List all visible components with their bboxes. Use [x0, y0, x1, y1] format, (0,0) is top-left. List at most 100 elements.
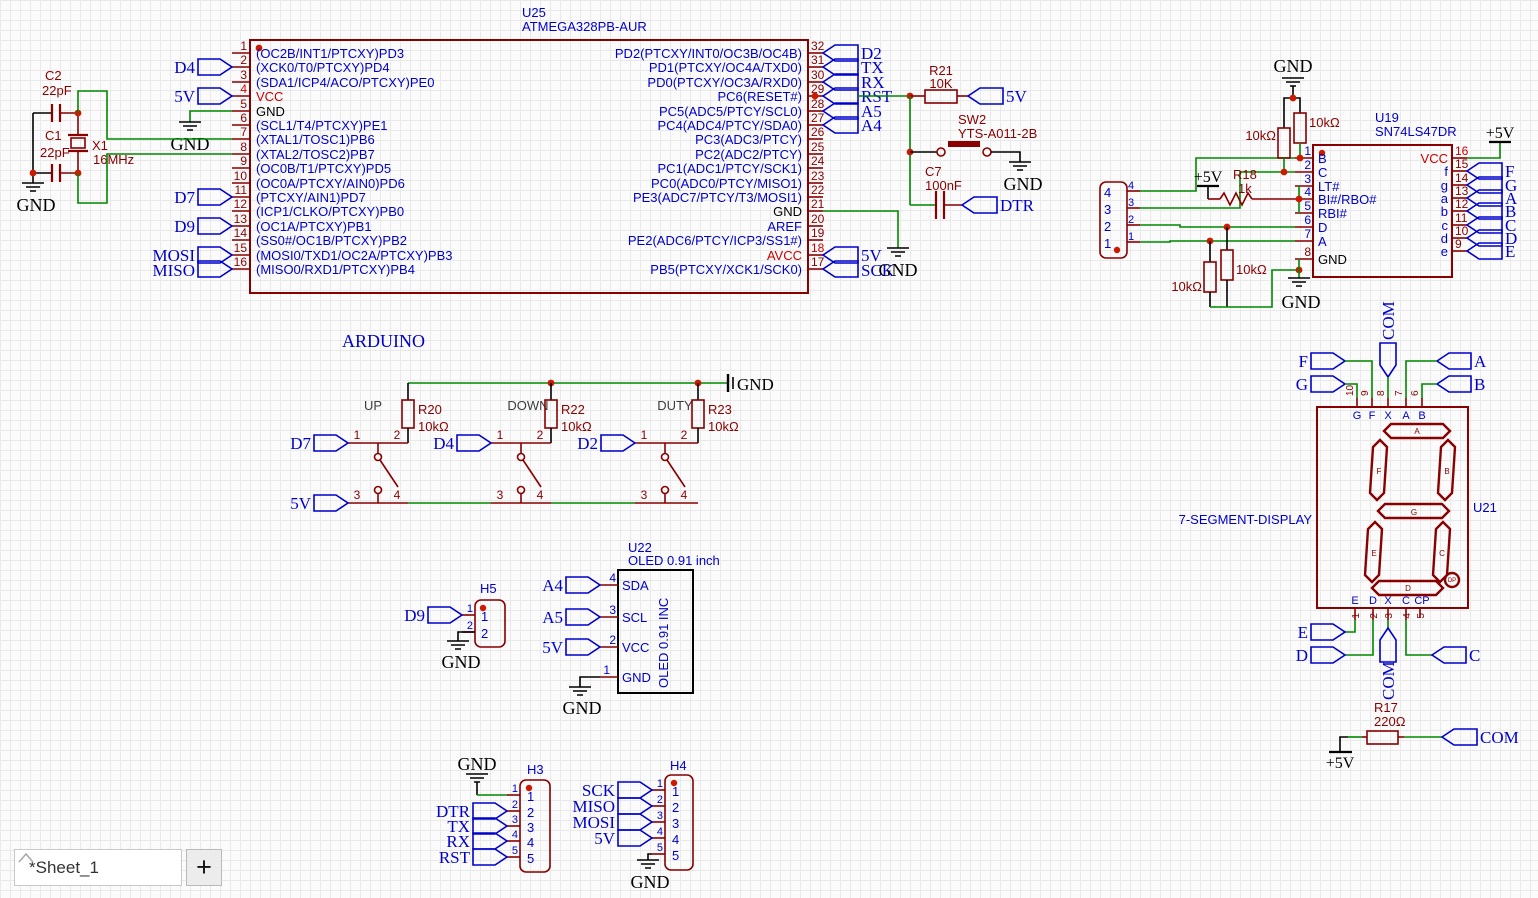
svg-text:28: 28: [811, 97, 825, 111]
svg-text:VCC: VCC: [1421, 151, 1448, 166]
chevron-up-icon[interactable]: [14, 849, 40, 869]
svg-text:(XCK0/T0/PTCXY)PD4: (XCK0/T0/PTCXY)PD4: [256, 60, 390, 75]
svg-text:4: 4: [537, 488, 544, 502]
svg-text:X: X: [1384, 410, 1392, 422]
svg-text:15: 15: [234, 241, 248, 255]
r17-val: 220Ω: [1374, 714, 1406, 729]
svg-text:+5V: +5V: [1326, 755, 1355, 772]
svg-text:11: 11: [235, 183, 248, 197]
svg-text:B: B: [1474, 375, 1485, 394]
u19-output-flags[interactable]: +5V F G A B C D E: [1465, 125, 1518, 261]
net-flags-u25-left[interactable]: D4 5V D7 D9 MOSI MISO: [152, 58, 234, 280]
r18-val: 1k: [1238, 181, 1252, 196]
svg-text:1: 1: [1304, 144, 1311, 158]
svg-text:3: 3: [1104, 202, 1111, 217]
component-h5[interactable]: H5 1 2 1 2 D9 GND: [404, 581, 506, 672]
svg-text:DP: DP: [1448, 578, 1456, 584]
add-sheet-button[interactable]: +: [186, 849, 222, 886]
gnd-pin5[interactable]: GND: [171, 110, 233, 154]
svg-text:VCC: VCC: [622, 640, 649, 655]
svg-text:1: 1: [512, 783, 518, 795]
svg-text:14: 14: [1455, 171, 1469, 185]
c1-ref: C1: [45, 128, 62, 143]
svg-text:8: 8: [240, 140, 247, 154]
svg-text:B: B: [1318, 151, 1327, 166]
reset-circuit[interactable]: R21 10K 5V GND SW2 YTS-A011-2B C7 100nF …: [811, 63, 1043, 219]
display-name: 7-SEGMENT-DISPLAY: [1179, 512, 1313, 527]
svg-text:3: 3: [641, 488, 648, 502]
svg-text:22: 22: [811, 183, 825, 197]
svg-text:GND: GND: [1274, 56, 1313, 76]
svg-text:30: 30: [811, 68, 825, 82]
svg-text:7: 7: [1394, 390, 1405, 396]
svg-text:GND: GND: [773, 204, 802, 219]
svg-text:PD1(PTCXY/OC4A/TXD0): PD1(PTCXY/OC4A/TXD0): [649, 60, 802, 75]
svg-text:1: 1: [641, 428, 648, 442]
svg-text:A5: A5: [542, 608, 563, 627]
svg-text:+5V: +5V: [1194, 169, 1223, 186]
svg-text:C: C: [1505, 216, 1516, 235]
svg-text:(OC0B/T1/PTCXY)PD5: (OC0B/T1/PTCXY)PD5: [256, 161, 391, 176]
svg-text:9: 9: [1360, 390, 1371, 396]
svg-text:E: E: [1351, 595, 1358, 607]
component-u21-display[interactable]: 7-SEGMENT-DISPLAY U21 F G A B COM 10 9 8…: [1179, 301, 1497, 700]
svg-text:GND: GND: [622, 670, 651, 685]
component-h3[interactable]: H3 GND 1 2 3 4 5 1 2 3 4 5 DTR TX RX RST: [436, 754, 551, 873]
svg-text:4: 4: [512, 829, 518, 841]
r20-ref: R20: [418, 402, 442, 417]
sheet-tab[interactable]: *Sheet_1: [14, 849, 182, 886]
crystal-circuit[interactable]: C2 22pF C1 22pF GND X1 16MHz: [17, 68, 233, 215]
svg-text:A: A: [1318, 234, 1327, 249]
svg-text:2: 2: [1104, 219, 1111, 234]
svg-text:B: B: [1418, 410, 1425, 422]
svg-text:3: 3: [497, 488, 504, 502]
svg-text:GND: GND: [631, 872, 670, 892]
svg-text:6: 6: [1304, 213, 1311, 227]
svg-text:f: f: [1444, 164, 1448, 179]
svg-text:e: e: [1441, 244, 1448, 259]
u19-input-network[interactable]: 4 3 2 1 4 3 2 1 GND 10kΩ 10kΩ +5V R18 1k…: [1099, 56, 1340, 312]
svg-text:b: b: [1441, 204, 1448, 219]
svg-text:1: 1: [1104, 236, 1111, 251]
svg-text:10: 10: [1455, 224, 1469, 238]
svg-text:c: c: [1442, 218, 1449, 233]
svg-text:(PTCXY/AIN1)PD7: (PTCXY/AIN1)PD7: [256, 190, 366, 205]
r17-circuit[interactable]: R17 220Ω +5V COM: [1326, 700, 1519, 772]
svg-text:25: 25: [811, 140, 825, 154]
svg-text:3: 3: [354, 488, 361, 502]
svg-text:24: 24: [811, 154, 825, 168]
svg-text:5: 5: [240, 97, 247, 111]
svg-text:3: 3: [512, 814, 518, 826]
u19-ref: U19: [1375, 110, 1399, 125]
net-mosi: MOSI: [152, 246, 195, 265]
c2-val: 22pF: [42, 83, 72, 98]
gnd-pin21[interactable]: GND: [823, 210, 918, 280]
svg-text:GND: GND: [458, 754, 497, 774]
svg-text:3: 3: [527, 820, 534, 835]
svg-text:RX: RX: [446, 832, 470, 851]
component-u25[interactable]: U25 ATMEGA328PB-AUR 1 2 3 4 5 6 7 8 9 10…: [232, 5, 825, 294]
component-u22-oled[interactable]: U22 OLED 0.91 inch OLED 0.91 INC 4 3 2 1…: [542, 540, 720, 718]
svg-text:2: 2: [537, 428, 544, 442]
svg-text:D: D: [1296, 646, 1308, 665]
svg-text:PE3(ADC7/PTCY/T3/MOSI1): PE3(ADC7/PTCY/T3/MOSI1): [633, 190, 802, 205]
component-h4[interactable]: H4 1 2 3 4 5 1 2 3 4 5 SCK MISO MOSI 5V …: [572, 758, 694, 892]
svg-text:6: 6: [1410, 390, 1421, 396]
svg-text:3: 3: [609, 603, 616, 617]
svg-text:2: 2: [481, 626, 488, 641]
pulldown-d-val: 10kΩ: [1236, 262, 1267, 277]
component-u19[interactable]: U19 SN74LS47DR 1 2 3 4 5 6 7 8 B C LT# B…: [1295, 110, 1469, 278]
svg-text:D2: D2: [861, 44, 882, 63]
r23-val: 10kΩ: [708, 419, 739, 434]
svg-text:SDA: SDA: [622, 578, 649, 593]
svg-text:(OC1A/PTCXY)PB1: (OC1A/PTCXY)PB1: [256, 219, 372, 234]
svg-text:23: 23: [811, 169, 825, 183]
svg-text:4: 4: [527, 835, 534, 850]
svg-text:7: 7: [1304, 227, 1311, 241]
net-flags-u25-right[interactable]: D2 TX RX RST A5 A4 5V SCK: [821, 44, 895, 280]
svg-text:1: 1: [1128, 231, 1134, 243]
svg-text:8: 8: [1304, 245, 1311, 259]
